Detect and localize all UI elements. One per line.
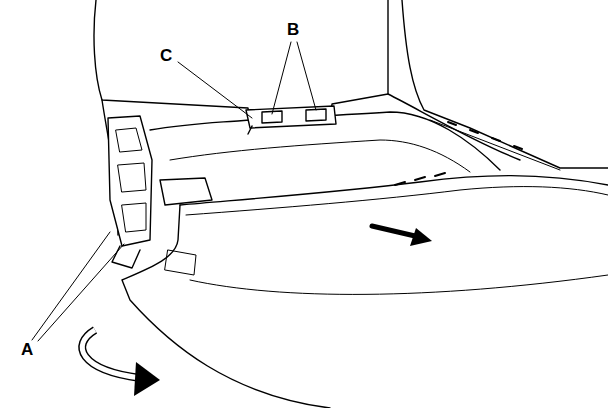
rotation-arrow (82, 330, 140, 378)
callout-letter: C (160, 47, 172, 64)
bumper-cover (186, 187, 608, 215)
bumper-cover (180, 176, 608, 205)
leader-line (178, 62, 252, 118)
bracket (248, 126, 252, 134)
leader-line (272, 42, 316, 114)
bumper-cover (122, 205, 330, 408)
body-panel (402, 0, 608, 168)
arrow-head (134, 362, 160, 396)
callout-letter: B (287, 21, 299, 38)
leader-line (32, 232, 124, 341)
bracket-tab (112, 246, 140, 268)
callout-letter: A (21, 341, 33, 358)
bumper-tab (165, 250, 196, 275)
rotation-arrow (82, 330, 140, 378)
body-slots (395, 173, 445, 185)
arrow-head (410, 228, 432, 246)
bracket-slots (116, 128, 146, 232)
body-crease (388, 94, 520, 160)
direction-arrow (372, 226, 415, 236)
clip (262, 109, 326, 123)
bumper-cover (190, 275, 608, 294)
body-crease (430, 120, 560, 170)
bracket (246, 106, 336, 128)
body-opening (160, 178, 212, 205)
body-edge (170, 140, 470, 172)
body-panel (94, 0, 388, 122)
side-bracket (108, 116, 152, 246)
